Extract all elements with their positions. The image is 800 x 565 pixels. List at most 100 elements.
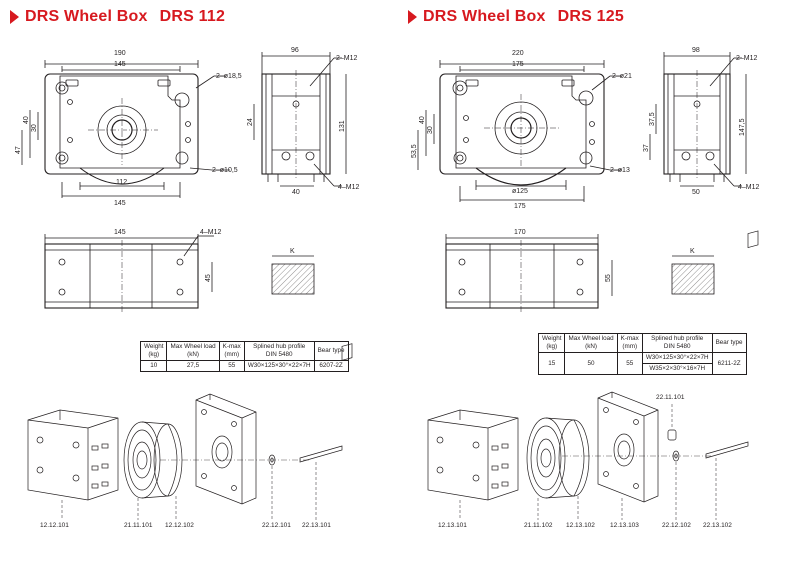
cell-splined-hub: W30×125×30°×22×7H bbox=[641, 352, 713, 364]
left-title-text: DRS Wheel Box bbox=[25, 8, 148, 25]
right-exploded-view bbox=[427, 230, 759, 520]
title-arrow-icon bbox=[408, 10, 417, 24]
dim-37: 37 bbox=[643, 144, 650, 152]
part-label: 21.11.102 bbox=[524, 522, 553, 529]
cell-kmax: 55 bbox=[616, 352, 643, 375]
cell-splined-hub: W30×125×30°×22×7H bbox=[243, 360, 315, 372]
part-label: 12.13.102 bbox=[566, 522, 595, 529]
part-label: 22.13.102 bbox=[703, 522, 732, 529]
dim-98: 98 bbox=[692, 47, 700, 54]
right-key-detail bbox=[671, 255, 715, 295]
dim-220: 220 bbox=[512, 50, 524, 57]
table-row: 15 50 55 W30×125×30°×22×7H 6211-2Z bbox=[537, 352, 747, 375]
left-model: DRS 112 bbox=[159, 8, 226, 25]
cell-max-load: 27,5 bbox=[166, 360, 220, 372]
cell-bear-type: 6207-2Z bbox=[313, 360, 349, 372]
left-front-view bbox=[21, 60, 230, 198]
part-label: 12.13.101 bbox=[438, 522, 467, 529]
right-wheel-part bbox=[526, 417, 590, 499]
dim-175-bot: 175 bbox=[514, 203, 526, 210]
left-housing-part bbox=[27, 409, 119, 501]
table-header-row: Weight(kg) Max Wheel load(kN) K-max(mm) … bbox=[537, 333, 747, 353]
key-label-left: K bbox=[290, 248, 295, 255]
dim-131: 131 bbox=[339, 120, 346, 132]
part-label: 22.13.101 bbox=[302, 522, 331, 529]
cell-splined-hub-2: W35×2×30°×16×7H bbox=[641, 363, 713, 375]
left-cover-part bbox=[195, 393, 257, 505]
left-title: DRS Wheel Box DRS 112 bbox=[10, 8, 225, 26]
dim-96: 96 bbox=[291, 47, 299, 54]
right-front-view bbox=[417, 60, 622, 202]
left-top-view bbox=[44, 234, 214, 312]
left-exploded-view bbox=[27, 343, 353, 520]
left-wheel-part bbox=[123, 421, 183, 499]
right-spec-table: Weight(kg) Max Wheel load(kN) K-max(mm) … bbox=[537, 333, 747, 375]
dim-30: 30 bbox=[31, 124, 38, 132]
dim-170: 170 bbox=[514, 229, 526, 236]
dim-145-topview: 145 bbox=[114, 229, 126, 236]
dim-24: 24 bbox=[247, 118, 254, 126]
right-housing-part bbox=[427, 409, 519, 501]
part-label: 12.12.102 bbox=[165, 522, 194, 529]
right-side-view bbox=[649, 52, 747, 187]
dim-145-top: 145 bbox=[114, 61, 126, 68]
left-side-view bbox=[253, 52, 347, 187]
part-label: 22.12.101 bbox=[262, 522, 291, 529]
part-label: 12.12.101 bbox=[40, 522, 69, 529]
dim-d125: ø125 bbox=[512, 188, 528, 195]
dim-190: 190 bbox=[114, 50, 126, 57]
col-max-load: Max Wheel load(kN) bbox=[166, 341, 220, 361]
right-model: DRS 125 bbox=[557, 8, 624, 25]
table-header-row: Weight(kg) Max Wheel load(kN) K-max(mm) … bbox=[139, 341, 349, 361]
table-row: W35×2×30°×16×7H bbox=[539, 363, 747, 375]
part-label: 21.11.101 bbox=[124, 522, 153, 529]
dim-53: 53,5 bbox=[411, 144, 418, 158]
left-dimension-labels: 190 145 2–ø18,5 2–ø10,5 112 145 40 30 47… bbox=[15, 47, 360, 282]
left-key-detail bbox=[271, 255, 315, 295]
col-kmax: K-max(mm) bbox=[218, 341, 245, 361]
dim-145-bot: 145 bbox=[114, 200, 126, 207]
cell-max-load: 50 bbox=[564, 352, 618, 375]
dim-m12-bot-r: 4–M12 bbox=[738, 184, 760, 191]
dim-147-5: 147,5 bbox=[739, 118, 746, 136]
right-dimension-labels: 220 175 2–ø21 2–ø13 ø125 175 40 30 53,5 … bbox=[411, 47, 760, 282]
col-weight: Weight(kg) bbox=[139, 341, 168, 361]
dim-55: 55 bbox=[605, 274, 612, 282]
dim-50: 50 bbox=[692, 189, 700, 196]
dim-37-5: 37,5 bbox=[649, 112, 656, 126]
right-top-view bbox=[445, 234, 613, 312]
cell-weight: 15 bbox=[537, 352, 566, 375]
dim-hole-bot-r: 2–ø13 bbox=[610, 167, 630, 174]
title-arrow-icon bbox=[10, 10, 19, 24]
col-max-load: Max Wheel load(kN) bbox=[564, 333, 618, 353]
part-label: 22.12.102 bbox=[662, 522, 691, 529]
dim-hole-top: 2–ø18,5 bbox=[216, 73, 242, 80]
table-row: 10 27,5 55 W30×125×30°×22×7H 6207-2Z bbox=[139, 360, 349, 372]
right-cover-part bbox=[597, 391, 659, 503]
dim-112: 112 bbox=[116, 179, 127, 186]
part-label: 22.11.101 bbox=[656, 394, 685, 401]
cell-kmax: 55 bbox=[218, 360, 245, 372]
right-sleeve-part bbox=[667, 429, 677, 441]
dim-hole-bot: 2–ø10,5 bbox=[212, 167, 238, 174]
col-kmax: K-max(mm) bbox=[616, 333, 643, 353]
dim-4m12-topview: 4–M12 bbox=[200, 229, 222, 236]
dim-47: 47 bbox=[15, 146, 22, 154]
dim-m12-top-r: 2–M12 bbox=[736, 55, 758, 62]
dim-175-top: 175 bbox=[512, 61, 524, 68]
col-bear-type: Bear type bbox=[313, 341, 349, 361]
dim-40-r: 40 bbox=[419, 116, 426, 124]
right-title-text: DRS Wheel Box bbox=[423, 8, 546, 25]
cell-bear-type: 6211-2Z bbox=[711, 352, 747, 375]
key-label-right: K bbox=[690, 248, 695, 255]
col-bear-type: Bear type bbox=[711, 333, 747, 353]
right-title: DRS Wheel Box DRS 125 bbox=[408, 8, 624, 26]
part-label: 12.13.103 bbox=[610, 522, 639, 529]
right-bolt-part bbox=[705, 230, 759, 459]
left-spec-table: Weight(kg) Max Wheel load(kN) K-max(mm) … bbox=[139, 341, 349, 372]
dim-m12-top: 2–M12 bbox=[336, 55, 358, 62]
dim-hole-top-r: 2–ø21 bbox=[612, 73, 632, 80]
